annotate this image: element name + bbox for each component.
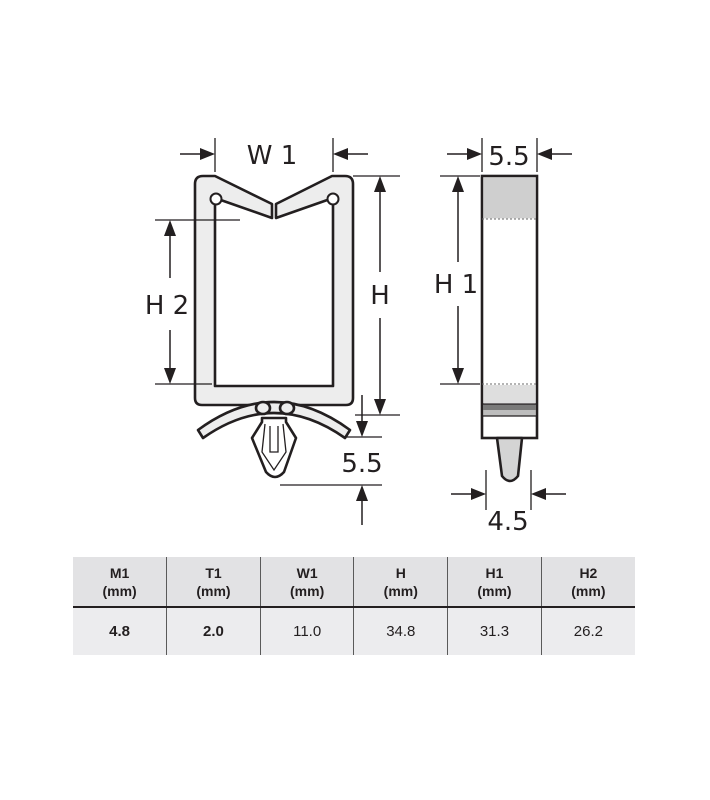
neck-knob-right [278,400,296,416]
value-t1: 2.0 [166,607,261,655]
neck-knob-left [254,400,272,416]
h-label: H [370,281,390,311]
value-h2: 26.2 [540,607,635,655]
header-t1: T1(mm) [166,557,261,608]
clip-body [193,174,355,407]
technical-drawing: W 1 H 2 H 5.5 [145,138,572,537]
value-h: 34.8 [353,607,448,655]
table-header-row: M1(mm) T1(mm) W1(mm) H(mm) H1(mm) H2(mm) [73,557,635,608]
side-bar-band-light [483,410,536,416]
side-bar-lower-shade [483,385,536,403]
front-view: W 1 H 2 H 5.5 [145,138,400,525]
value-h1: 31.3 [447,607,542,655]
header-m1: M1(mm) [73,557,167,608]
header-w1: W1(mm) [259,557,354,608]
hinge-hole-left [209,192,223,206]
side-view: 5.5 H 1 4.5 [434,138,572,537]
side-pin-tip [495,436,524,483]
spec-table: M1(mm) T1(mm) W1(mm) H(mm) H1(mm) H2(mm)… [73,557,635,655]
pin-slot [261,423,287,472]
side-bar-band-dark [483,404,536,410]
arched-base [196,400,352,440]
w1-label: W 1 [247,141,298,171]
pin-height-label: 5.5 [341,449,382,479]
table-row: 4.8 2.0 11.0 34.8 31.3 26.2 [73,607,635,655]
value-w1: 11.0 [259,607,354,655]
top-width-label: 5.5 [488,142,529,172]
header-h2: H2(mm) [540,557,635,608]
pin-slot-inner [269,426,279,453]
header-h: H(mm) [353,557,448,608]
header-h1: H1(mm) [447,557,542,608]
mounting-pin [250,416,298,479]
value-m1: 4.8 [109,623,130,640]
hinge-hole-right [326,192,340,206]
tip-width-label: 4.5 [487,507,528,537]
h1-label: H 1 [434,270,478,300]
side-bar-top-shade [483,177,536,219]
h2-label: H 2 [145,291,189,321]
